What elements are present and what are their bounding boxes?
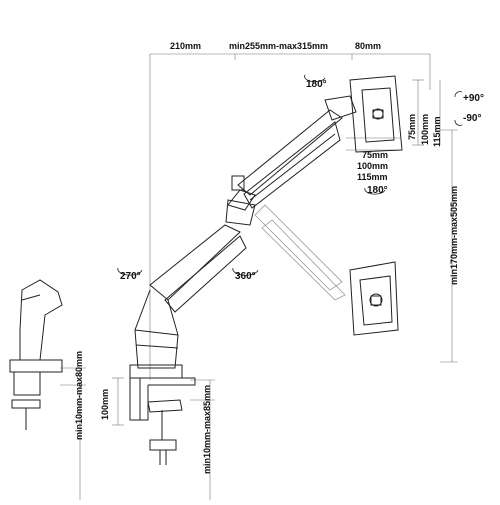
rotation-arrows — [117, 74, 463, 276]
tilt-up-label: +90° — [463, 93, 484, 104]
height-range-label: min170mm-max505mm — [449, 185, 459, 285]
side-clamp-view — [9, 279, 63, 430]
vesa-height-75-label: 75mm — [407, 113, 417, 140]
arm-rotation-label: 270° — [120, 271, 141, 282]
bottom-vesa-plate — [349, 261, 399, 336]
tilt-down-label: -90° — [463, 113, 482, 124]
vesa-width-115-label: 115mm — [357, 172, 388, 182]
ghost-arm — [254, 204, 346, 301]
vesa-offset-label: 80mm — [355, 41, 382, 51]
desk-thickness-clamp-label: min10mm-max85mm — [202, 384, 212, 474]
swivel-plate-label: 180° — [367, 185, 388, 196]
desk-clamp — [129, 370, 196, 465]
arm-reach-label: min255mm-max315mm — [229, 41, 329, 51]
clamp-height-label: 100mm — [100, 388, 110, 420]
main-pole — [129, 289, 183, 379]
upper-arm — [231, 95, 357, 209]
desk-thickness-side-label: min10mm-max80mm — [74, 350, 84, 440]
swivel-top-label: 180° — [306, 79, 327, 90]
vesa-width-75-label: 75mm — [362, 150, 389, 160]
lower-arm — [149, 189, 256, 313]
vesa-height-115-label: 115mm — [432, 116, 442, 147]
dimension-lines — [60, 53, 458, 500]
arm-offset-label: 210mm — [170, 41, 202, 51]
base-rotation-label: 360° — [235, 271, 256, 282]
vesa-height-100-label: 100mm — [420, 113, 430, 145]
top-vesa-plate — [349, 75, 403, 153]
vesa-width-100-label: 100mm — [357, 161, 389, 171]
